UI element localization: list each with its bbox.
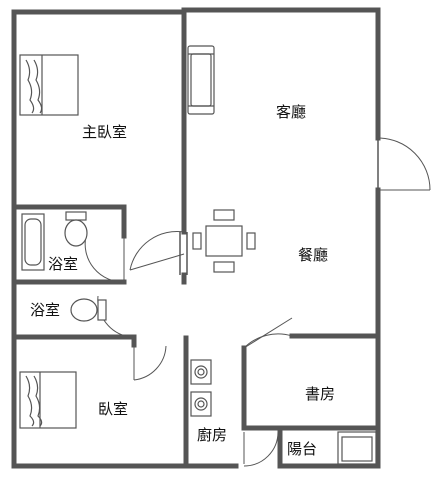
room-label-study: 書房 xyxy=(305,385,336,403)
toilet-icon xyxy=(64,211,88,247)
room-label-bedroom: 臥室 xyxy=(98,400,129,418)
sofa-icon xyxy=(187,45,215,115)
laundry-sink-icon xyxy=(337,431,377,465)
bed-icon xyxy=(19,371,77,429)
bed-icon xyxy=(19,54,79,116)
bathtub-icon xyxy=(21,213,45,271)
stove-icon xyxy=(190,359,212,417)
room-label-dining-room: 餐廳 xyxy=(298,246,329,264)
room-label-kitchen: 廚房 xyxy=(197,426,228,444)
room-label-living-room: 客廳 xyxy=(276,103,307,121)
room-label-bathroom-1: 浴室 xyxy=(48,255,79,273)
doors xyxy=(84,137,431,467)
dining-table-icon xyxy=(192,209,256,273)
room-label-balcony: 陽台 xyxy=(287,440,318,458)
room-label-master-bedroom: 主臥室 xyxy=(82,123,128,141)
window-marks xyxy=(179,138,379,275)
room-label-bathroom-2: 浴室 xyxy=(30,301,61,319)
toilet-icon xyxy=(70,298,107,322)
